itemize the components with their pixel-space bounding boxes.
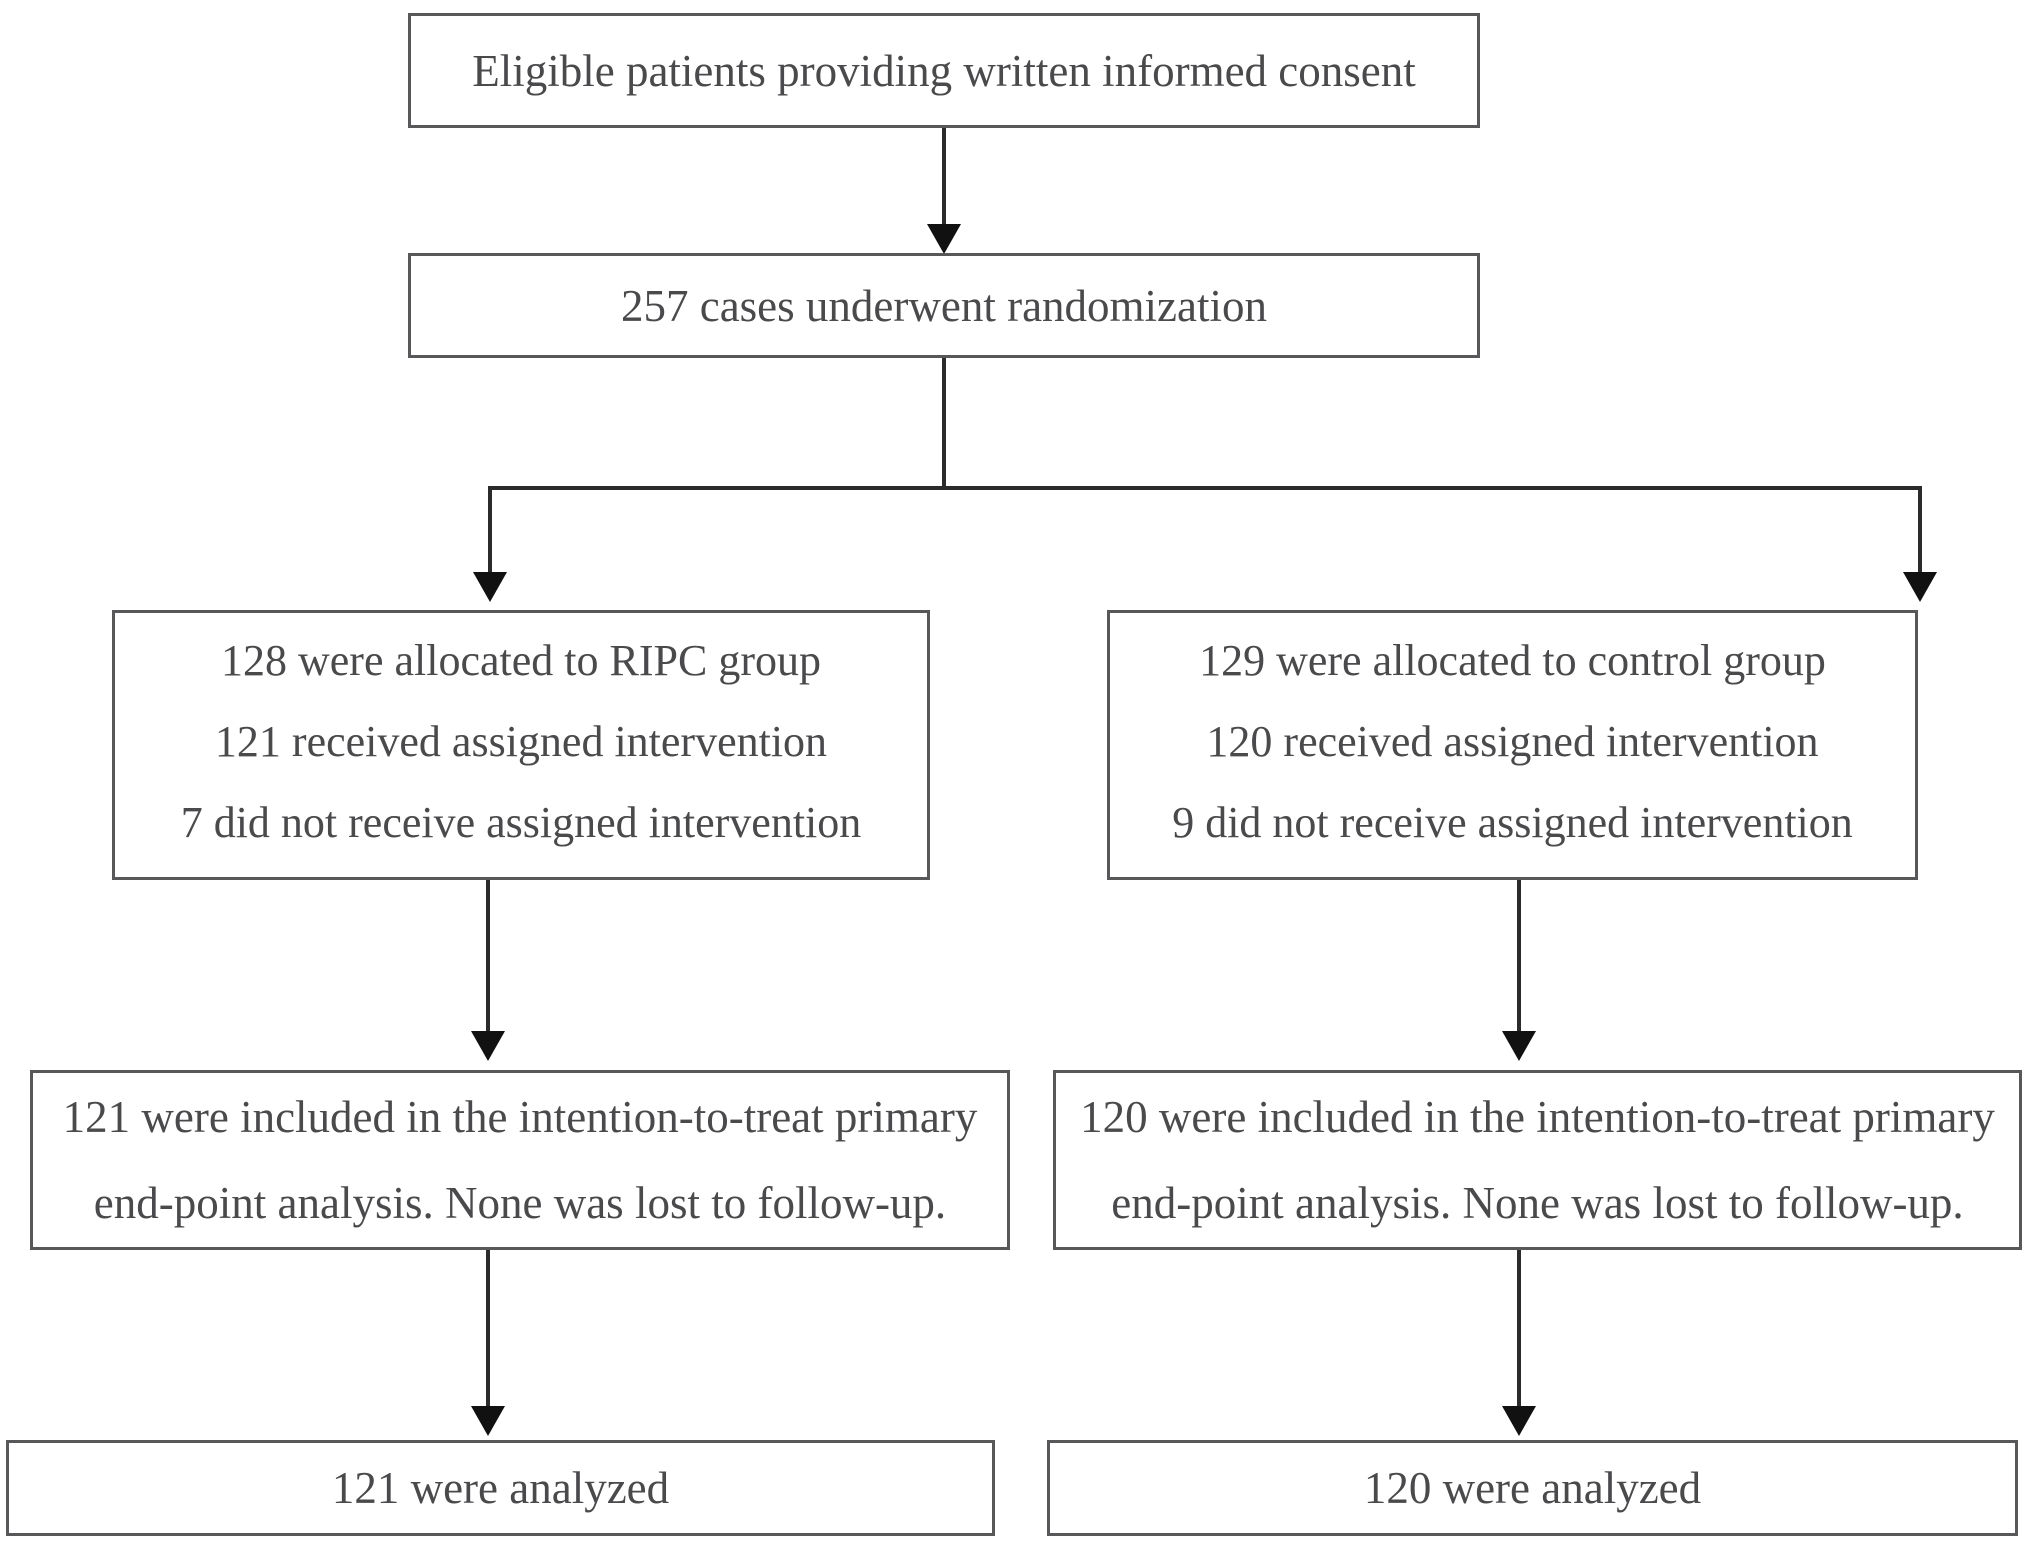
connector-ripc-itt-to-analyzed-arrowhead [471, 1406, 505, 1436]
node-eligible-patients-consent: Eligible patients providing written info… [408, 13, 1480, 128]
connector-control-itt-to-analyzed-line [1517, 1250, 1521, 1410]
node-randomization-label: 257 cases underwent randomization [620, 280, 1268, 331]
node-alloc-control-line2: 120 received assigned intervention [1206, 717, 1819, 766]
node-allocation-control-group: 129 were allocated to control group 120 … [1107, 610, 1918, 880]
node-analyzed-ripc-label: 121 were analyzed [331, 1463, 670, 1513]
node-alloc-ripc-line1: 128 were allocated to RIPC group [221, 636, 821, 685]
node-alloc-ripc-line2: 121 received assigned intervention [214, 717, 828, 766]
node-analyzed-control-label: 120 were analyzed [1363, 1463, 1702, 1513]
connector-ripc-allocation-to-itt-arrowhead [471, 1031, 505, 1061]
connector-control-allocation-to-itt-arrowhead [1502, 1031, 1536, 1061]
connector-randomization-to-ripc-line [488, 486, 492, 576]
node-consent-label: Eligible patients providing written info… [472, 45, 1416, 96]
node-itt-control-line1: 120 were included in the intention-to-tr… [1080, 1092, 1995, 1142]
node-itt-analysis-control: 120 were included in the intention-to-tr… [1053, 1070, 2022, 1250]
node-itt-analysis-ripc: 121 were included in the intention-to-tr… [30, 1070, 1010, 1250]
connector-randomization-stem [942, 358, 946, 488]
node-alloc-ripc-line3: 7 did not receive assigned intervention [180, 798, 862, 847]
node-alloc-control-line3: 9 did not receive assigned intervention [1172, 798, 1853, 847]
node-itt-ripc-line1: 121 were included in the intention-to-tr… [62, 1092, 978, 1142]
node-analyzed-control: 120 were analyzed [1047, 1440, 2018, 1536]
node-alloc-control-line1: 129 were allocated to control group [1199, 636, 1826, 685]
node-analyzed-ripc: 121 were analyzed [6, 1440, 995, 1536]
connector-control-allocation-to-itt-line [1517, 880, 1521, 1035]
connector-control-itt-to-analyzed-arrowhead [1502, 1406, 1536, 1436]
connector-ripc-allocation-to-itt-line [486, 880, 490, 1035]
connector-ripc-itt-to-analyzed-line [486, 1250, 490, 1410]
node-allocation-ripc-group: 128 were allocated to RIPC group 121 rec… [112, 610, 930, 880]
connector-randomization-to-control-line [1918, 486, 1922, 576]
connector-consent-to-randomization-arrowhead [927, 224, 961, 254]
node-itt-control-line2: end-point analysis. None was lost to fol… [1111, 1178, 1964, 1228]
connector-randomization-split-bar [488, 486, 1922, 490]
node-underwent-randomization: 257 cases underwent randomization [408, 253, 1480, 358]
connector-randomization-to-ripc-arrowhead [473, 572, 507, 602]
node-itt-ripc-line2: end-point analysis. None was lost to fol… [93, 1178, 947, 1228]
connector-consent-to-randomization-line [942, 128, 946, 228]
connector-randomization-to-control-arrowhead [1903, 572, 1937, 602]
